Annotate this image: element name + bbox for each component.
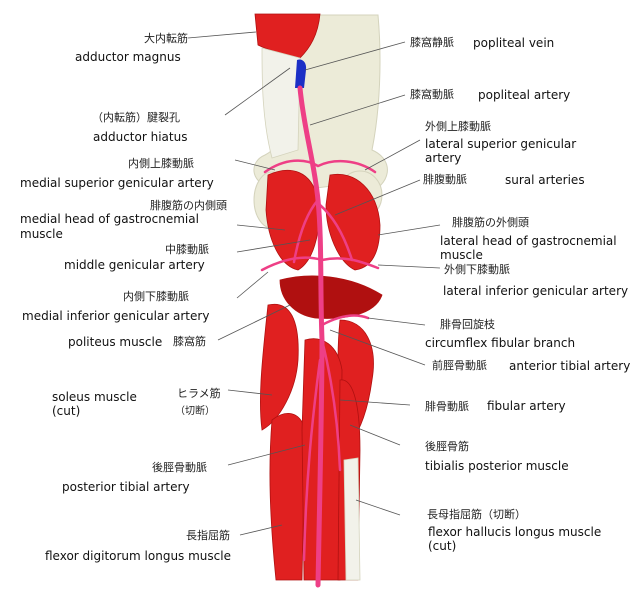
lat-inf-gen-jp: 外側下膝動脈	[444, 263, 510, 276]
soleus-en1: soleus muscle	[52, 390, 137, 404]
medial-head-gastro-jp: 腓腹筋の内側頭	[150, 199, 227, 212]
popliteal-vein-jp: 膝窩静脈	[410, 36, 454, 49]
post-tibial-art-en: posterior tibial artery	[62, 480, 190, 494]
superior-genicular-arch	[263, 159, 377, 174]
tib-post-jp: 後脛骨筋	[425, 440, 469, 453]
inferior-genicular-arch	[260, 256, 380, 272]
medial-head-gastrocnemius	[265, 169, 320, 271]
fhl-tendon-cut	[343, 457, 361, 581]
fibular-jp: 腓骨動脈	[425, 400, 469, 413]
medial-inf-gen-jp: 内側下膝動脈	[123, 290, 189, 303]
fhl-en1: flexor hallucis longus muscle	[428, 525, 602, 539]
adductor-tendon	[261, 47, 301, 159]
fdl-en: flexor digitorum longus muscle	[45, 549, 231, 563]
post-tibial-art-jp: 後脛骨動脈	[152, 461, 207, 474]
middle-gen-en: middle genicular artery	[64, 258, 205, 272]
middle-gen-jp: 中膝動脈	[165, 243, 209, 256]
lat-head-gastro-jp: 腓腹筋の外側頭	[452, 216, 529, 229]
circumflex-en: circumflex fibular branch	[425, 336, 576, 350]
fibular-artery-branch	[320, 338, 342, 472]
adductor-hiatus-en: adductor hiatus	[93, 130, 188, 144]
sural-en: sural arteries	[505, 173, 585, 187]
posterior-tibial-branch	[302, 358, 322, 562]
lateral-head-gastrocnemius	[325, 173, 381, 271]
adductor-magnus-jp: 大内転筋	[144, 32, 188, 45]
medial-sup-gen-en: medial superior genicular artery	[20, 176, 214, 190]
fhl-jp: 長母指屈筋（切断）	[427, 508, 526, 521]
popliteal-artery-trunk	[297, 85, 325, 588]
circumflex-jp: 腓骨回旋枝	[440, 318, 495, 331]
ant-tibial-jp: 前脛骨動脈	[432, 359, 487, 372]
soleus-muscle-cut	[260, 303, 299, 431]
lat-sup-gen-jp: 外側上膝動脈	[425, 120, 491, 133]
politeus-jp: 膝窩筋	[173, 335, 206, 348]
fibular-en: fibular artery	[487, 399, 566, 413]
medial-head-gastro-en1: medial head of gastrocnemial	[20, 212, 199, 226]
lat-sup-gen-en2: artery	[425, 151, 462, 165]
medial-head-gastro-en2: muscle	[20, 227, 63, 241]
ant-tibial-en: anterior tibial artery	[509, 359, 631, 373]
adductor-magnus-en: adductor magnus	[75, 50, 181, 64]
lat-head-gastro-en1: lateral head of gastrocnemial	[440, 234, 617, 248]
medial-inf-gen-en: medial inferior genicular artery	[22, 309, 210, 323]
sural-branch-right	[318, 203, 354, 262]
sural-branch-left	[292, 198, 320, 264]
circumflex-fibular-branch	[320, 314, 370, 327]
popliteus-muscle	[279, 275, 383, 319]
fdl-jp: 長指屈筋	[186, 529, 230, 542]
leader-lines	[187, 31, 441, 536]
popliteal-vein	[295, 59, 307, 88]
soleus-jp-cut: （切断）	[175, 406, 215, 417]
soleus-jp: ヒラメ筋	[177, 387, 221, 400]
lat-sup-gen-en1: lateral superior genicular	[425, 137, 577, 151]
popliteal-artery-en: popliteal artery	[478, 88, 571, 102]
popliteal-vein-en: popliteal vein	[473, 36, 555, 50]
fhl-en2: (cut)	[428, 539, 457, 553]
popliteal-artery-jp: 膝窩動脈	[410, 88, 454, 101]
sural-jp: 腓腹動脈	[423, 173, 467, 186]
politeus-en: politeus muscle	[68, 335, 163, 349]
soleus-en2: (cut)	[52, 404, 81, 418]
tib-post-en: tibialis posterior muscle	[425, 459, 569, 473]
flexor-digitorum-longus	[269, 413, 306, 581]
lat-inf-gen-en: lateral inferior genicular artery	[443, 284, 629, 298]
lat-head-gastro-en2: muscle	[440, 248, 483, 262]
medial-sup-gen-jp: 内側上膝動脈	[128, 157, 194, 170]
adductor-hiatus-jp: （内転筋）腱裂孔	[92, 111, 180, 124]
